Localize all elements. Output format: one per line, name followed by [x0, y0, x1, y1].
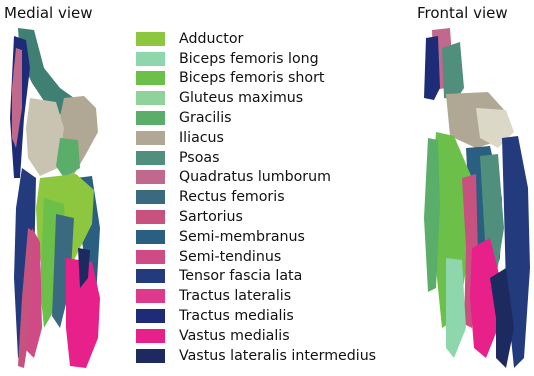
- legend-item: Tensor fascia lata: [136, 267, 376, 287]
- frontal-view-render: [406, 28, 534, 373]
- legend-label: Vastus medialis: [179, 329, 290, 343]
- legend-item: Psoas: [136, 148, 376, 168]
- tractus-medialis-region: [424, 36, 440, 100]
- legend-swatch: [136, 170, 165, 184]
- legend-item: Gracilis: [136, 108, 376, 128]
- legend-label: Tensor fascia lata: [179, 269, 302, 283]
- medial-view-title: Medial view: [4, 4, 93, 22]
- legend-item: Biceps femoris short: [136, 69, 376, 89]
- legend-label: Biceps femoris long: [179, 52, 319, 66]
- legend-swatch: [136, 32, 165, 46]
- legend-label: Gracilis: [179, 111, 232, 125]
- legend-label: Quadratus lumborum: [179, 170, 331, 184]
- legend-label: Biceps femoris short: [179, 71, 324, 85]
- legend-swatch: [136, 71, 165, 85]
- legend-swatch: [136, 309, 165, 323]
- legend-item: Tractus medialis: [136, 306, 376, 326]
- legend-label: Tractus lateralis: [179, 289, 291, 303]
- legend-label: Rectus femoris: [179, 190, 285, 204]
- legend-swatch: [136, 230, 165, 244]
- legend-item: Vastus medialis: [136, 326, 376, 346]
- legend-item: Gluteus maximus: [136, 88, 376, 108]
- legend-swatch: [136, 289, 165, 303]
- legend-label: Iliacus: [179, 131, 224, 145]
- legend-label: Semi-membranus: [179, 230, 305, 244]
- legend-item: Iliacus: [136, 128, 376, 148]
- muscle-legend: Adductor Biceps femoris long Biceps femo…: [136, 29, 376, 366]
- legend-swatch: [136, 91, 165, 105]
- legend-label: Psoas: [179, 151, 219, 165]
- legend-item: Tractus lateralis: [136, 286, 376, 306]
- legend-label: Semi-tendinus: [179, 250, 281, 264]
- legend-swatch: [136, 250, 165, 264]
- legend-swatch: [136, 210, 165, 224]
- medial-view-render: [0, 28, 120, 373]
- legend-swatch: [136, 151, 165, 165]
- legend-label: Vastus lateralis intermedius: [179, 349, 376, 363]
- legend-item: Biceps femoris long: [136, 49, 376, 69]
- legend-item: Semi-membranus: [136, 227, 376, 247]
- legend-swatch: [136, 190, 165, 204]
- legend-swatch: [136, 111, 165, 125]
- legend-item: Quadratus lumborum: [136, 168, 376, 188]
- legend-item: Sartorius: [136, 207, 376, 227]
- legend-item: Rectus femoris: [136, 187, 376, 207]
- gracilis-region: [56, 138, 80, 178]
- legend-item: Semi-tendinus: [136, 247, 376, 267]
- legend-item: Adductor: [136, 29, 376, 49]
- legend-swatch: [136, 329, 165, 343]
- legend-label: Sartorius: [179, 210, 243, 224]
- legend-label: Adductor: [179, 32, 243, 46]
- legend-item: Vastus lateralis intermedius: [136, 346, 376, 366]
- legend-swatch: [136, 52, 165, 66]
- legend-swatch: [136, 349, 165, 363]
- psoas-region: [442, 42, 464, 100]
- legend-swatch: [136, 131, 165, 145]
- legend-swatch: [136, 269, 165, 283]
- legend-label: Tractus medialis: [179, 309, 294, 323]
- legend-label: Gluteus maximus: [179, 91, 303, 105]
- frontal-view-title: Frontal view: [417, 4, 508, 22]
